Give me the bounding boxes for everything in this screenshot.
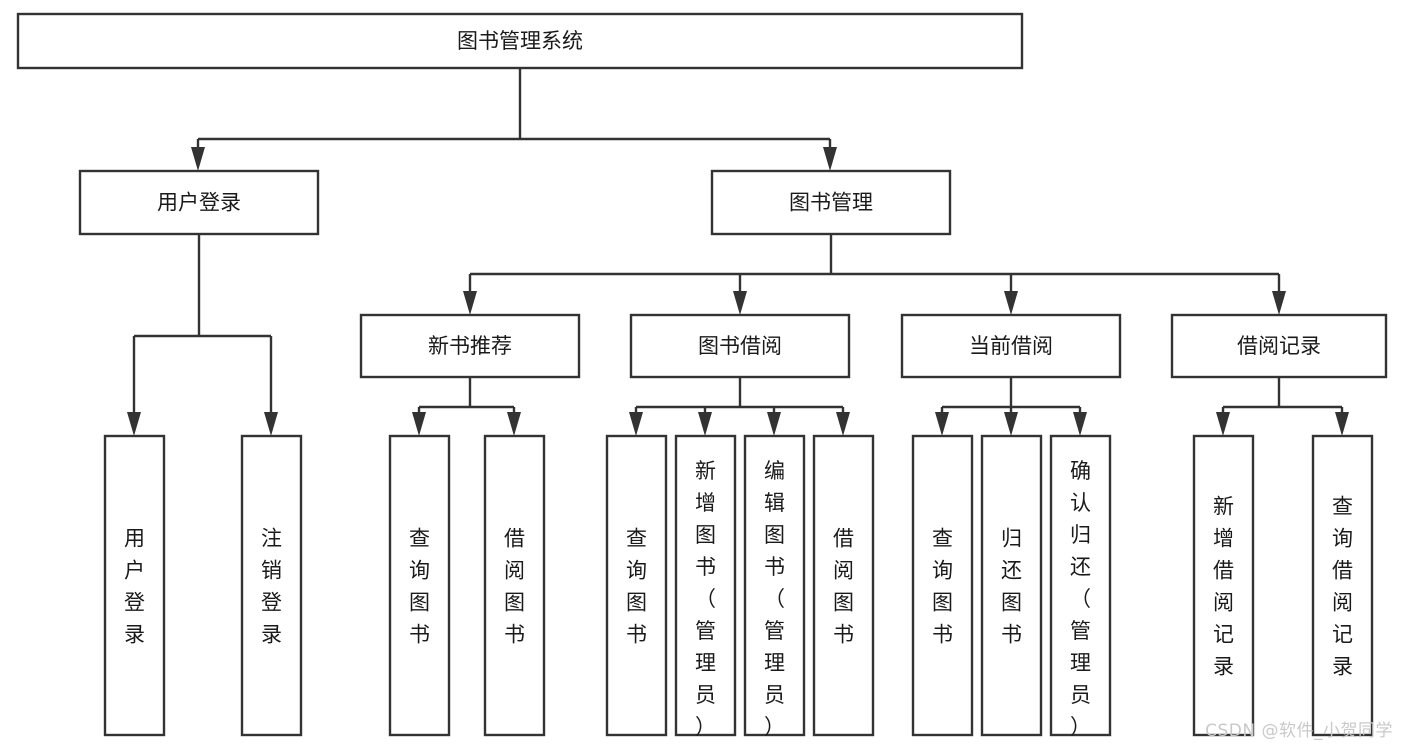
node-box-fn-query-record[interactable]	[1311, 434, 1374, 737]
node-fn-add-book[interactable]: 新增图书（管理员）	[674, 434, 737, 739]
connector-borrow-to-fns	[629, 377, 850, 436]
node-box-fn-return-book[interactable]	[980, 434, 1043, 737]
connector-record-to-fns	[1216, 377, 1349, 436]
node-fn-query-book-rec[interactable]: 查询图书	[388, 434, 451, 737]
node-fn-borrow-book-rec[interactable]: 借阅图书	[483, 434, 546, 737]
node-fn-return-book[interactable]: 归还图书	[980, 434, 1043, 737]
node-label-book-manage: 图书管理	[789, 191, 873, 215]
node-label-fn-edit-book: 编辑图书（管理员）	[764, 459, 785, 739]
node-label-fn-add-book: 新增图书（管理员）	[695, 459, 716, 739]
node-layer: 图书管理系统用户登录图书管理新书推荐图书借阅当前借阅借阅记录用户登录注销登录查询…	[16, 12, 1388, 739]
node-label-fn-query-book-bor: 查询图书	[626, 527, 647, 647]
node-box-book-manage[interactable]	[710, 169, 952, 236]
node-label-root: 图书管理系统	[457, 29, 583, 53]
node-box-borrow-record[interactable]	[1170, 313, 1388, 379]
node-current-borrow[interactable]: 当前借阅	[900, 313, 1122, 379]
node-label-fn-borrow-book-bor: 借阅图书	[833, 527, 854, 647]
node-label-fn-user-logout: 注销登录	[261, 527, 282, 647]
node-fn-user-login[interactable]: 用户登录	[103, 434, 166, 737]
node-label-fn-query-book-cur: 查询图书	[932, 527, 953, 647]
node-root[interactable]: 图书管理系统	[16, 12, 1024, 70]
node-label-fn-add-record: 新增借阅记录	[1213, 495, 1234, 679]
node-fn-add-record[interactable]: 新增借阅记录	[1192, 434, 1255, 737]
node-box-fn-add-book[interactable]	[674, 434, 737, 737]
node-label-book-borrow: 图书借阅	[698, 334, 782, 358]
node-box-fn-confirm-return[interactable]	[1049, 434, 1112, 737]
connector-current-to-fns	[935, 377, 1087, 436]
node-box-fn-query-book-cur[interactable]	[911, 434, 974, 737]
connector-book-manage-to-groups	[463, 234, 1286, 315]
node-new-book-recommend[interactable]: 新书推荐	[359, 313, 581, 379]
node-box-fn-user-login[interactable]	[103, 434, 166, 737]
node-label-fn-confirm-return: 确认归还（管理员）	[1070, 459, 1091, 739]
node-fn-user-logout[interactable]: 注销登录	[240, 434, 303, 737]
connector-root-to-modules	[191, 68, 837, 171]
node-box-user-login[interactable]	[78, 169, 320, 236]
node-user-login[interactable]: 用户登录	[78, 169, 320, 236]
node-fn-edit-book[interactable]: 编辑图书（管理员）	[743, 434, 806, 739]
node-label-current-borrow: 当前借阅	[969, 334, 1053, 358]
node-box-fn-borrow-book-bor[interactable]	[812, 434, 875, 737]
node-fn-query-book-cur[interactable]: 查询图书	[911, 434, 974, 737]
node-fn-query-book-bor[interactable]: 查询图书	[605, 434, 668, 737]
node-box-fn-query-book-bor[interactable]	[605, 434, 668, 737]
node-label-user-login: 用户登录	[157, 191, 241, 215]
node-fn-query-record[interactable]: 查询借阅记录	[1311, 434, 1374, 737]
node-book-borrow[interactable]: 图书借阅	[629, 313, 851, 379]
node-label-fn-query-record: 查询借阅记录	[1332, 495, 1353, 679]
connector-rec-to-fns	[412, 377, 521, 436]
node-box-fn-user-logout[interactable]	[240, 434, 303, 737]
node-fn-borrow-book-bor[interactable]: 借阅图书	[812, 434, 875, 737]
node-box-root[interactable]	[16, 12, 1024, 70]
connector-layer	[127, 68, 1349, 436]
node-label-fn-return-book: 归还图书	[1001, 527, 1022, 647]
node-box-book-borrow[interactable]	[629, 313, 851, 379]
node-label-fn-user-login: 用户登录	[124, 527, 145, 647]
node-book-manage[interactable]: 图书管理	[710, 169, 952, 236]
node-box-current-borrow[interactable]	[900, 313, 1122, 379]
node-label-fn-borrow-book-rec: 借阅图书	[504, 527, 525, 647]
watermark-label: CSDN @软件_小贺同学	[1205, 721, 1393, 741]
node-box-fn-add-record[interactable]	[1192, 434, 1255, 737]
node-box-fn-edit-book[interactable]	[743, 434, 806, 737]
node-label-fn-query-book-rec: 查询图书	[409, 527, 430, 647]
node-label-new-book-recommend: 新书推荐	[428, 334, 512, 358]
node-box-new-book-recommend[interactable]	[359, 313, 581, 379]
node-label-borrow-record: 借阅记录	[1237, 334, 1321, 358]
connector-user-login-to-fns	[127, 234, 278, 436]
node-box-fn-borrow-book-rec[interactable]	[483, 434, 546, 737]
node-borrow-record[interactable]: 借阅记录	[1170, 313, 1388, 379]
node-fn-confirm-return[interactable]: 确认归还（管理员）	[1049, 434, 1112, 739]
node-box-fn-query-book-rec[interactable]	[388, 434, 451, 737]
